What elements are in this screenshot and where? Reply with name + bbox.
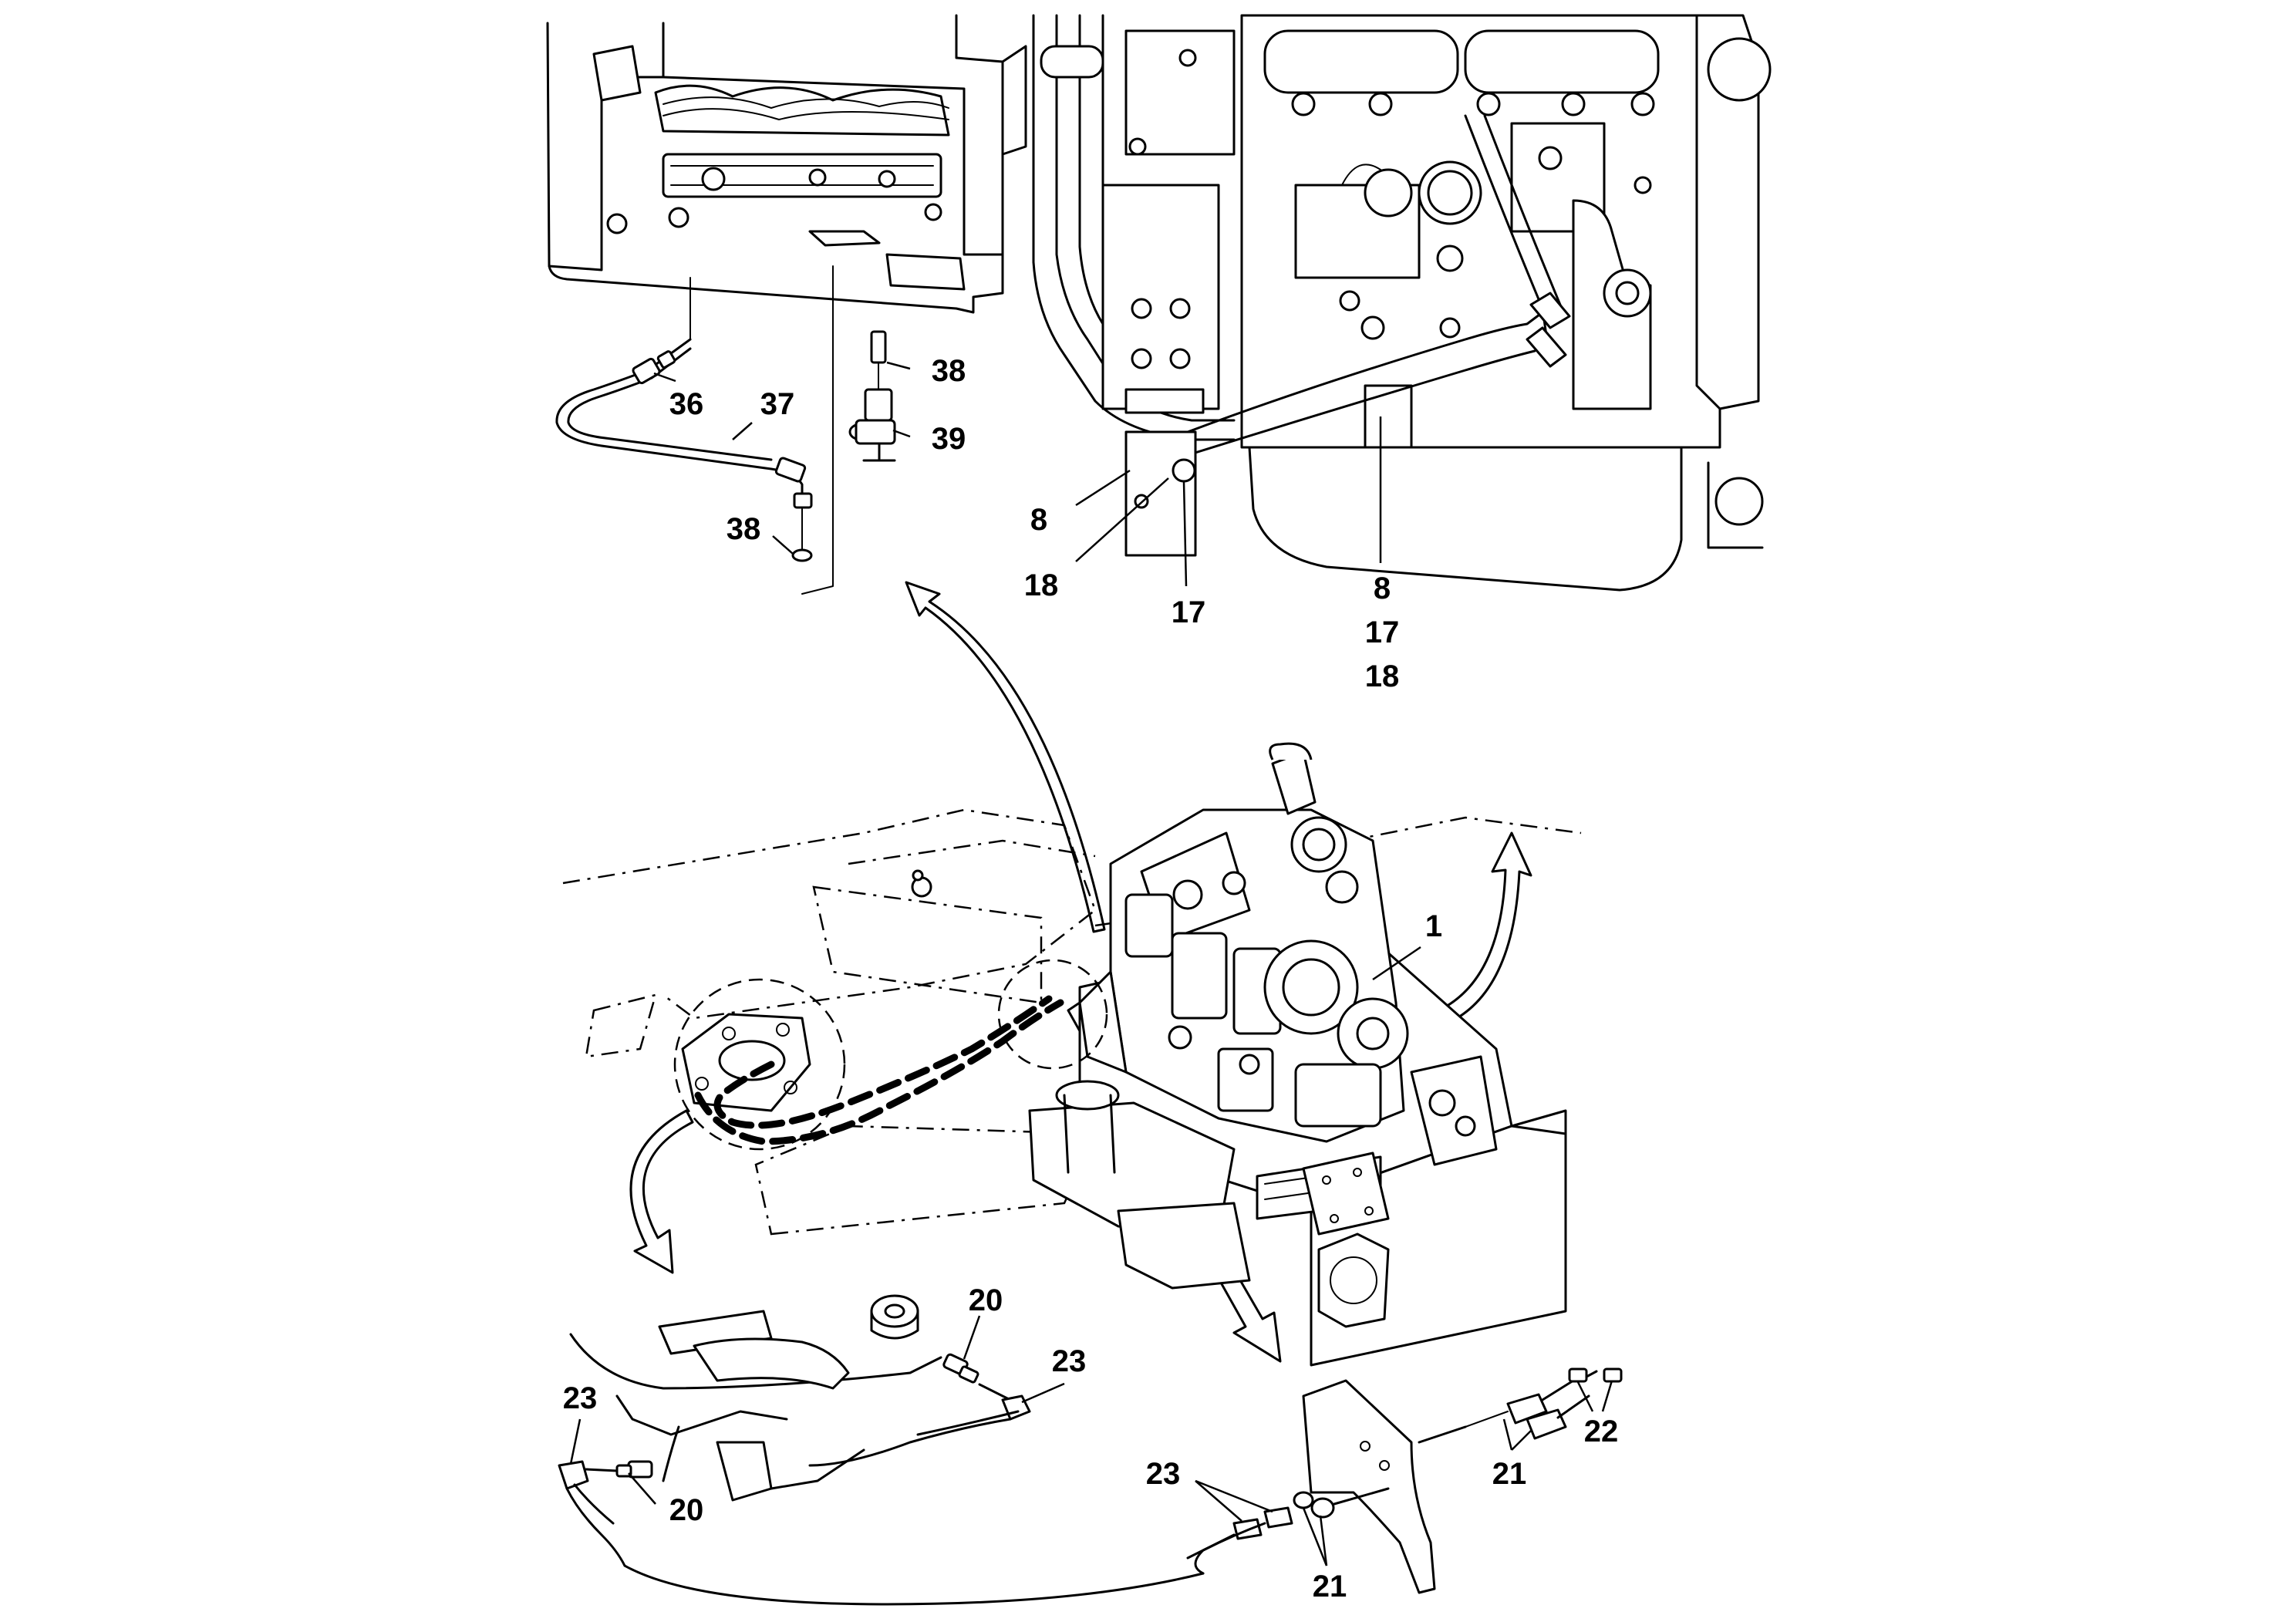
callout-17-right: 17 — [1365, 615, 1400, 649]
arrow-to-bottom-left-detail — [629, 1109, 694, 1274]
callout-20-lower: 20 — [669, 1493, 704, 1527]
detail-engine-side-view — [1032, 14, 1772, 592]
callout-37: 37 — [760, 387, 795, 421]
callout-22: 22 — [1584, 1415, 1619, 1448]
callout-23-upper: 23 — [1052, 1344, 1087, 1378]
callout-36: 36 — [669, 387, 704, 421]
leader-lines — [569, 361, 1613, 1566]
callout-21-right: 21 — [1492, 1457, 1527, 1491]
callout-18-right: 18 — [1365, 659, 1400, 693]
callout-18-left: 18 — [1024, 568, 1059, 602]
callout-38-upper: 38 — [932, 354, 966, 388]
main-chassis-view — [562, 742, 1582, 1367]
callout-8-right: 8 — [1374, 572, 1391, 605]
arrow-to-top-left-detail — [905, 581, 1106, 933]
callout-38-lower: 38 — [727, 512, 761, 546]
detail-fuel-tank-bracket — [546, 14, 1027, 595]
detail-pump-fittings — [1186, 1367, 1623, 1594]
callout-20-upper: 20 — [969, 1283, 1003, 1317]
callout-17-left: 17 — [1172, 595, 1206, 629]
callout-39: 39 — [932, 422, 966, 456]
fuel-line-return — [694, 999, 1064, 1145]
callout-labels: 36 37 38 39 38 8 18 17 8 17 18 1 20 23 2… — [563, 354, 1619, 1603]
callout-23-left: 23 — [563, 1381, 598, 1415]
callout-1: 1 — [1425, 909, 1442, 943]
callout-8-left: 8 — [1030, 503, 1047, 537]
callout-21-lower: 21 — [1313, 1570, 1347, 1603]
fuel-line-supply — [713, 995, 1053, 1129]
return-pipe-assembly — [555, 330, 896, 562]
callout-23-right: 23 — [1146, 1457, 1181, 1491]
detail-tank-fittings — [558, 1294, 1205, 1606]
